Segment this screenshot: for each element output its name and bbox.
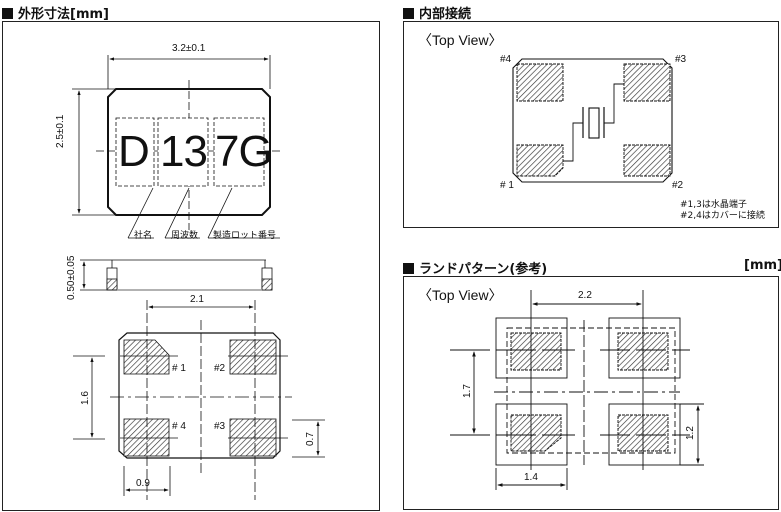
square-bullet-icon [403, 8, 414, 19]
outline-panel [2, 21, 380, 511]
pin-1-label: # 1 [172, 363, 186, 374]
dim-pad-height-label: 0.7 [305, 432, 316, 446]
land-panel [403, 276, 779, 510]
internal-panel [403, 21, 779, 228]
marking-frequency: 13 [160, 127, 208, 176]
square-bullet-icon [2, 8, 13, 19]
land-pitch-y-label: 1.7 [462, 384, 473, 398]
internal-title: 内部接続 [403, 3, 471, 22]
internal-title-text: 内部接続 [419, 7, 472, 22]
internal-note-2: #2,4はカバーに接続 [680, 211, 765, 221]
internal-pin-3: #3 [675, 54, 687, 65]
internal-pin-2: #2 [672, 180, 684, 191]
label-company: 社名 [134, 230, 153, 240]
internal-connection-drawing [512, 58, 673, 183]
outline-top-view [72, 55, 283, 239]
land-pattern-drawing [450, 290, 704, 490]
marking-lot: 7G [215, 127, 273, 176]
dim-pitch-y-label: 1.6 [80, 391, 91, 405]
pin-2-label: #2 [214, 363, 226, 374]
dim-height-label: 2.5±0.1 [55, 114, 66, 148]
outline-bottom-view [73, 300, 325, 500]
pin-3-label: #3 [214, 421, 226, 432]
dim-width-label: 3.2±0.1 [172, 43, 206, 54]
label-frequency: 周波数 [171, 230, 199, 240]
dim-pad-width-label: 0.9 [136, 478, 150, 489]
dim-thickness-label: 0.50±0.05 [66, 255, 77, 300]
internal-pin-1: # 1 [500, 180, 514, 191]
outline-side-view [80, 259, 273, 291]
internal-view-label: 〈Top View〉 [418, 32, 503, 48]
pin-4-label: # 4 [172, 421, 186, 432]
internal-pin-4: #4 [500, 54, 512, 65]
outline-title: 外形寸法[mm] [2, 3, 109, 22]
square-bullet-icon [403, 263, 414, 274]
dim-pitch-x-label: 2.1 [190, 294, 204, 305]
land-height-label: 1.2 [685, 426, 696, 440]
land-title: ランドパターン(参考) [403, 258, 547, 277]
land-view-label: 〈Top View〉 [418, 287, 503, 303]
marking-company: D [118, 127, 150, 176]
land-unit: [mm] [744, 258, 781, 273]
label-lot: 製造ロット番号 [213, 230, 277, 240]
land-width-label: 1.4 [524, 472, 538, 483]
land-pitch-x-label: 2.2 [578, 290, 592, 301]
land-title-text: ランドパターン(参考) [419, 262, 548, 277]
outline-title-text: 外形寸法[mm] [18, 7, 109, 22]
internal-note-1: #1,3は水晶端子 [680, 200, 747, 210]
